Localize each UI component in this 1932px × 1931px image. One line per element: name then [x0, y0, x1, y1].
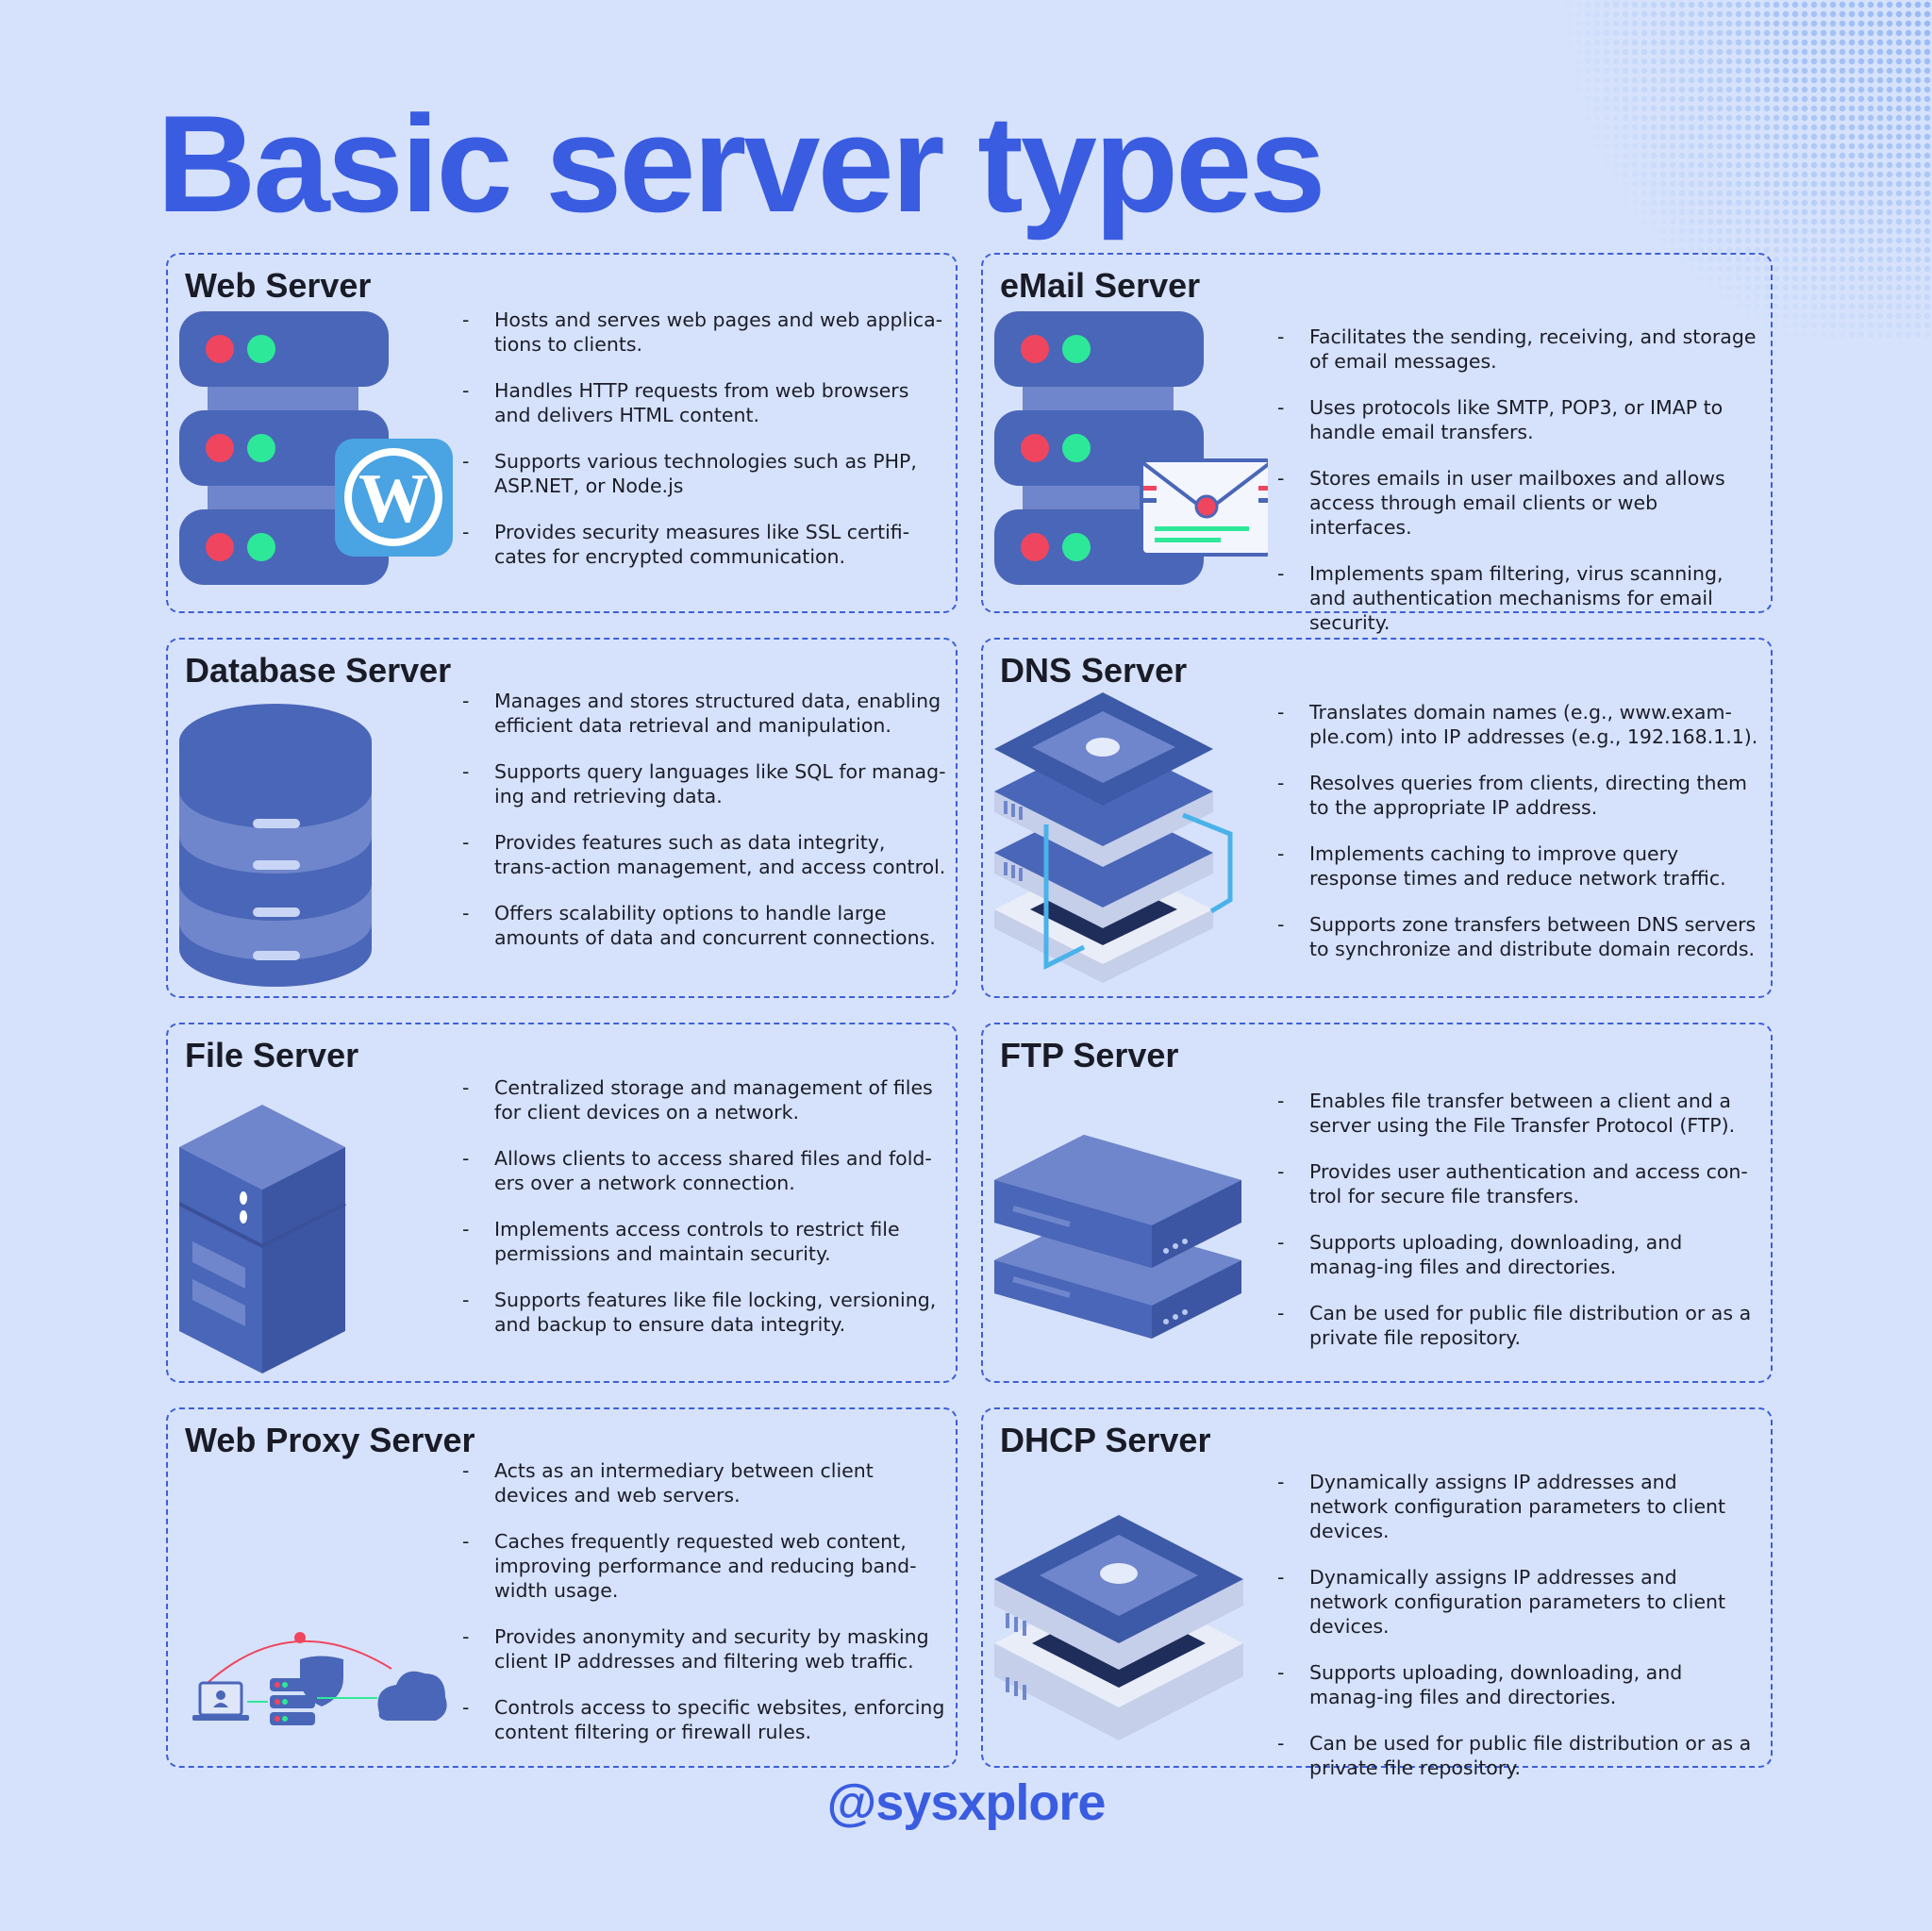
card-dns-server: DNS Server Translates domain names (e.g.…: [981, 638, 1773, 998]
halftone-decoration: [1536, 0, 1932, 340]
ftp-server-stack-icon: [994, 1109, 1268, 1402]
list-item: Hosts and serves web pages and web appli…: [462, 308, 946, 357]
list-item: Manages and stores structured data, enab…: [462, 689, 946, 738]
list-item: Centralized storage and management of fi…: [462, 1075, 946, 1124]
card-web-proxy-server: Web Proxy Server Acts as an intermediary…: [166, 1407, 958, 1768]
email-server-envelope-icon: [994, 311, 1268, 604]
svg-text:W: W: [358, 460, 428, 538]
list-item: Handles HTTP requests from web browsers …: [462, 378, 946, 427]
list-item: Implements access controls to restrict f…: [462, 1217, 946, 1266]
list-item: Supports uploading, downloading, and man…: [1277, 1230, 1761, 1279]
card-web-server: Web Server W Hosts and serves web pages …: [166, 253, 958, 613]
bullet-list: Centralized storage and management of fi…: [462, 1075, 946, 1358]
card-database-server: Database Server Manages and stores struc…: [166, 638, 958, 998]
page-title: Basic server types: [157, 87, 1326, 241]
list-item: Can be used for public file distribution…: [1277, 1731, 1761, 1780]
list-item: Allows clients to access shared files an…: [462, 1146, 946, 1195]
list-item: Uses protocols like SMTP, POP3, or IMAP …: [1277, 395, 1761, 444]
list-item: Supports zone transfers between DNS serv…: [1277, 912, 1761, 961]
card-title: FTP Server: [1000, 1036, 1179, 1074]
list-item: Supports features like file locking, ver…: [462, 1288, 946, 1337]
bullet-list: Acts as an intermediary between client d…: [462, 1458, 946, 1766]
bullet-list: Manages and stores structured data, enab…: [462, 689, 946, 972]
list-item: Provides user authentication and access …: [1277, 1159, 1761, 1208]
dhcp-server-stack-icon: [994, 1511, 1268, 1804]
list-item: Resolves queries from clients, directing…: [1277, 771, 1761, 820]
card-title: Database Server: [185, 651, 452, 690]
file-server-tower-icon: [179, 1100, 453, 1392]
web-server-wordpress-icon: W: [179, 311, 453, 604]
bullet-list: Dynamically assigns IP addresses and net…: [1277, 1470, 1761, 1802]
list-item: Provides features such as data integrity…: [462, 830, 946, 879]
list-item: Implements caching to improve query resp…: [1277, 841, 1761, 891]
author-handle: @sysxplore: [826, 1774, 1107, 1831]
card-title: DNS Server: [1000, 651, 1188, 690]
list-item: Offers scalability options to handle lar…: [462, 901, 946, 950]
list-item: Translates domain names (e.g., www.exam-…: [1277, 700, 1761, 749]
list-item: Facilitates the sending, receiving, and …: [1277, 325, 1761, 374]
list-item: Acts as an intermediary between client d…: [462, 1458, 946, 1507]
card-email-server: eMail Server Facilitates the sending, re…: [981, 253, 1773, 634]
bullet-list: Hosts and serves web pages and web appli…: [462, 308, 946, 591]
list-item: Implements spam filtering, virus scannin…: [1277, 561, 1761, 635]
card-title: DHCP Server: [1000, 1421, 1211, 1459]
card-title: eMail Server: [1000, 266, 1201, 305]
list-item: Enables file transfer between a client a…: [1277, 1089, 1761, 1138]
list-item: Provides anonymity and security by maski…: [462, 1624, 946, 1673]
list-item: Dynamically assigns IP addresses and net…: [1277, 1470, 1761, 1543]
bullet-list: Translates domain names (e.g., www.exam-…: [1277, 700, 1761, 983]
list-item: Stores emails in user mailboxes and allo…: [1277, 466, 1761, 540]
list-item: Supports various technologies such as PH…: [462, 449, 946, 498]
list-item: Controls access to specific websites, en…: [462, 1695, 946, 1744]
card-ftp-server: FTP Server Enables file transfer between…: [981, 1023, 1773, 1383]
card-title: Web Server: [185, 266, 372, 305]
card-title: Web Proxy Server: [185, 1421, 475, 1459]
bullet-list: Facilitates the sending, receiving, and …: [1277, 325, 1761, 657]
card-title: File Server: [185, 1036, 359, 1074]
dns-server-stack-icon: [994, 692, 1268, 985]
list-item: Provides security measures like SSL cert…: [462, 520, 946, 569]
card-dhcp-server: DHCP Server Dynamically assigns IP addre…: [981, 1407, 1773, 1779]
card-file-server: File Server Centralized storage and mana…: [166, 1023, 958, 1383]
list-item: Caches frequently requested web content,…: [462, 1529, 946, 1603]
list-item: Supports uploading, downloading, and man…: [1277, 1660, 1761, 1709]
list-item: Supports query languages like SQL for ma…: [462, 759, 946, 808]
list-item: Dynamically assigns IP addresses and net…: [1277, 1565, 1761, 1639]
bullet-list: Enables file transfer between a client a…: [1277, 1089, 1761, 1372]
web-proxy-network-icon: [179, 1466, 453, 1758]
database-cylinder-icon: [179, 704, 453, 996]
list-item: Can be used for public file distribution…: [1277, 1301, 1761, 1350]
